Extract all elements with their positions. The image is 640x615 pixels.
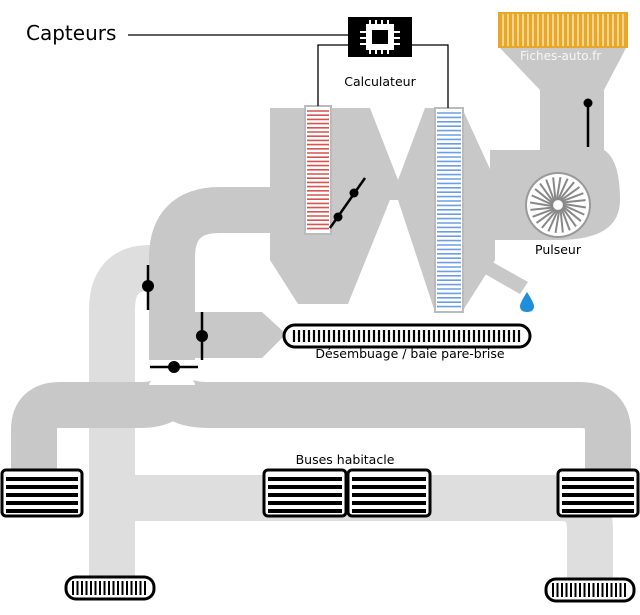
heater-core: [304, 105, 332, 235]
defrost-duct: [195, 312, 286, 358]
control-wires: [128, 34, 449, 108]
housing-bridge: [340, 180, 450, 200]
defrost-vent: [282, 323, 532, 349]
floor-vent: [544, 577, 636, 603]
watermark-top: Fiches-auto.fr: [520, 49, 601, 63]
floor-vents: [64, 575, 636, 603]
front-duct-network: [11, 187, 631, 480]
watermark-middle: Fiches-auto.fr: [204, 362, 285, 376]
desembuage-label: Désembuage / baie pare-brise: [315, 346, 504, 361]
filter-pleats: [502, 14, 624, 46]
buses-label: Buses habitacle: [296, 452, 395, 467]
calculateur-label: Calculateur: [344, 74, 416, 89]
pulseur-label: Pulseur: [535, 242, 582, 257]
water-drop-icon: [520, 292, 534, 312]
filter-funnel: [500, 48, 626, 90]
fan-icon: [525, 172, 591, 238]
evaporator: [434, 107, 464, 313]
heater-housing: [270, 108, 398, 304]
capteurs-label: Capteurs: [26, 21, 116, 45]
drain-spout: [478, 255, 528, 294]
flap-pivots: [142, 98, 593, 373]
cabin-vent: [262, 468, 348, 518]
cabin-vent: [0, 468, 84, 518]
floor-vent: [64, 575, 156, 601]
cabin-vents: [0, 468, 640, 518]
cabin-vent: [556, 468, 640, 518]
chip-icon: [348, 17, 412, 57]
cabin-vent: [346, 468, 432, 518]
